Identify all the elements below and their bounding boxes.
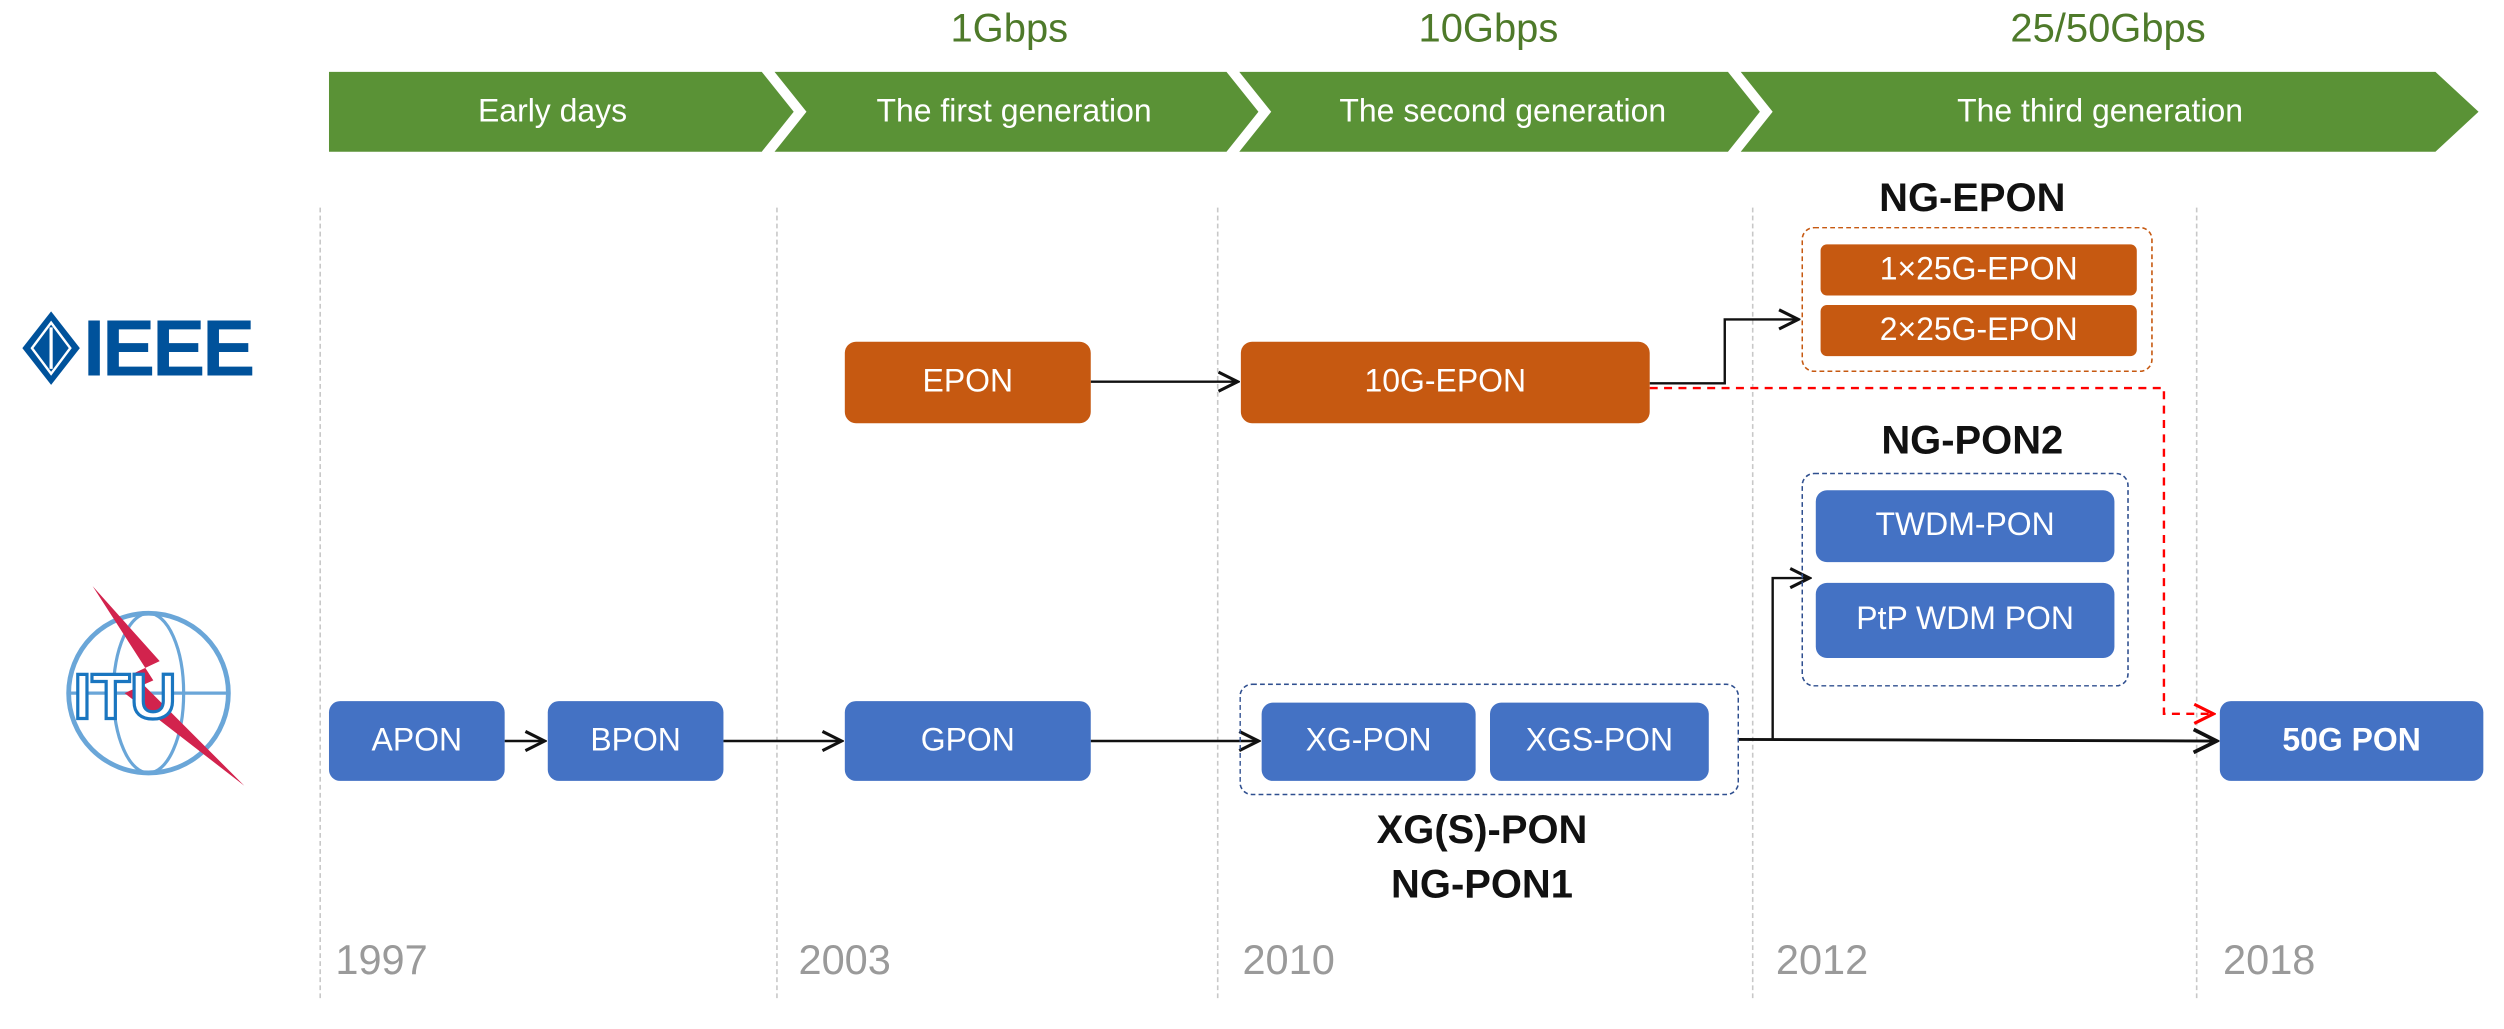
ng-pon2-title: NG-PON2 (1881, 418, 2064, 464)
xg-s-pon-title: XG(S)-PON (1376, 808, 1588, 853)
segment-label: Early days (478, 94, 628, 130)
year-label: 2003 (798, 935, 891, 984)
ieee-diamond-icon (22, 311, 80, 385)
ng-pon2-group (1801, 472, 2129, 687)
segment-label: The third generation (1957, 94, 2243, 130)
ieee-wordmark: IEEE (83, 303, 255, 393)
arrow-10g-epon-to-ng-epon (1649, 319, 1799, 385)
xg-s-pon-group (1239, 683, 1740, 796)
ng-epon-title: NG-EPON (1879, 175, 2066, 221)
banner-segment-early-days (328, 71, 794, 152)
xg-pon-node: XG-PON (1261, 702, 1476, 781)
2x25g-epon-node: 2×25G-EPON (1820, 305, 2137, 357)
arrow-10g-epon-to-50g-pon (1649, 386, 2214, 714)
segment-label: The first generation (876, 94, 1152, 130)
epon-node: EPON (844, 341, 1091, 424)
banner-segment-third-generation (1740, 71, 2479, 152)
twdm-pon-node: TWDM-PON (1815, 490, 2115, 563)
svg-text:ITU: ITU (73, 661, 176, 733)
gpon-node: GPON (844, 701, 1091, 781)
year-label: 2018 (2223, 935, 2316, 984)
10g-epon-node: 10G-EPON (1240, 341, 1650, 424)
ng-epon-group (1801, 226, 2153, 373)
speed-label: 10Gbps (1418, 6, 1559, 52)
timeline-divider (2195, 207, 2198, 999)
timeline-divider (1216, 207, 1219, 999)
xgs-pon-node: XGS-PON (1490, 702, 1709, 781)
timeline-divider (319, 207, 321, 999)
arrow-xgs-to-ng-pon2 (1771, 578, 1810, 740)
ieee-logo: IEEE (19, 303, 275, 393)
speed-label: 25/50Gbps (2010, 6, 2206, 52)
ng-pon1-title: NG-PON1 (1391, 862, 1573, 908)
timeline-divider (776, 207, 778, 999)
itu-globe-icon: ITU (66, 586, 245, 786)
50g-pon-node: 50G PON (2219, 701, 2484, 781)
timeline-divider (1751, 207, 1754, 999)
year-label: 2012 (1775, 935, 1869, 984)
ptp-wdm-pon-node: PtP WDM PON (1815, 582, 2115, 658)
year-label: 2010 (1242, 935, 1335, 984)
speed-label: 1Gbps (950, 6, 1069, 52)
1x25g-epon-node: 1×25G-EPON (1820, 244, 2137, 296)
year-label: 1997 (335, 935, 428, 984)
itu-logo: ITU (61, 578, 253, 794)
banner-segment-second-generation (1239, 71, 1760, 152)
segment-label: The second generation (1339, 94, 1667, 130)
bpon-node: BPON (547, 701, 724, 781)
apon-node: APON (328, 701, 505, 781)
banner-segment-first-generation (774, 71, 1259, 152)
arrow-xgs-to-50g-pon (1737, 739, 2217, 741)
